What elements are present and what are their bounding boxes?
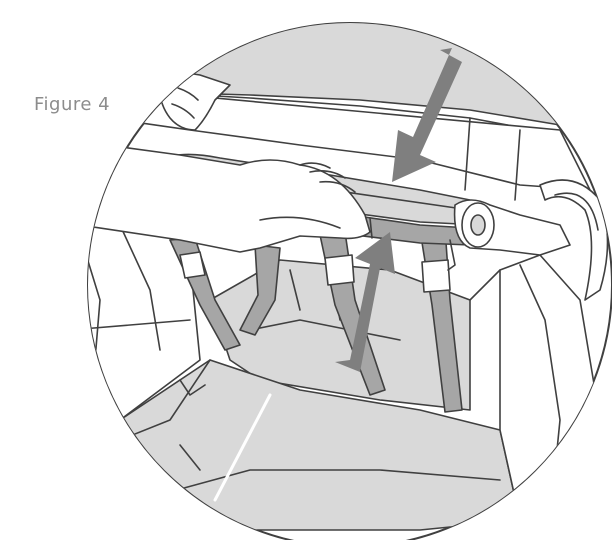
buckle-left [179,251,206,279]
figure-label: Figure 4 [34,94,111,115]
lower-hand-arm [88,139,371,253]
finger-3 [319,180,356,193]
push-up-arrow [335,232,395,372]
harness-strap-mid-left [239,244,281,336]
side-handle [539,179,609,301]
finger-2 [309,170,346,179]
buckle-right [421,259,451,293]
seat-seam [213,393,272,502]
thumb [259,216,341,229]
finger-1 [299,162,331,169]
push-down-arrow [392,48,462,182]
buckle-mid [324,254,355,286]
